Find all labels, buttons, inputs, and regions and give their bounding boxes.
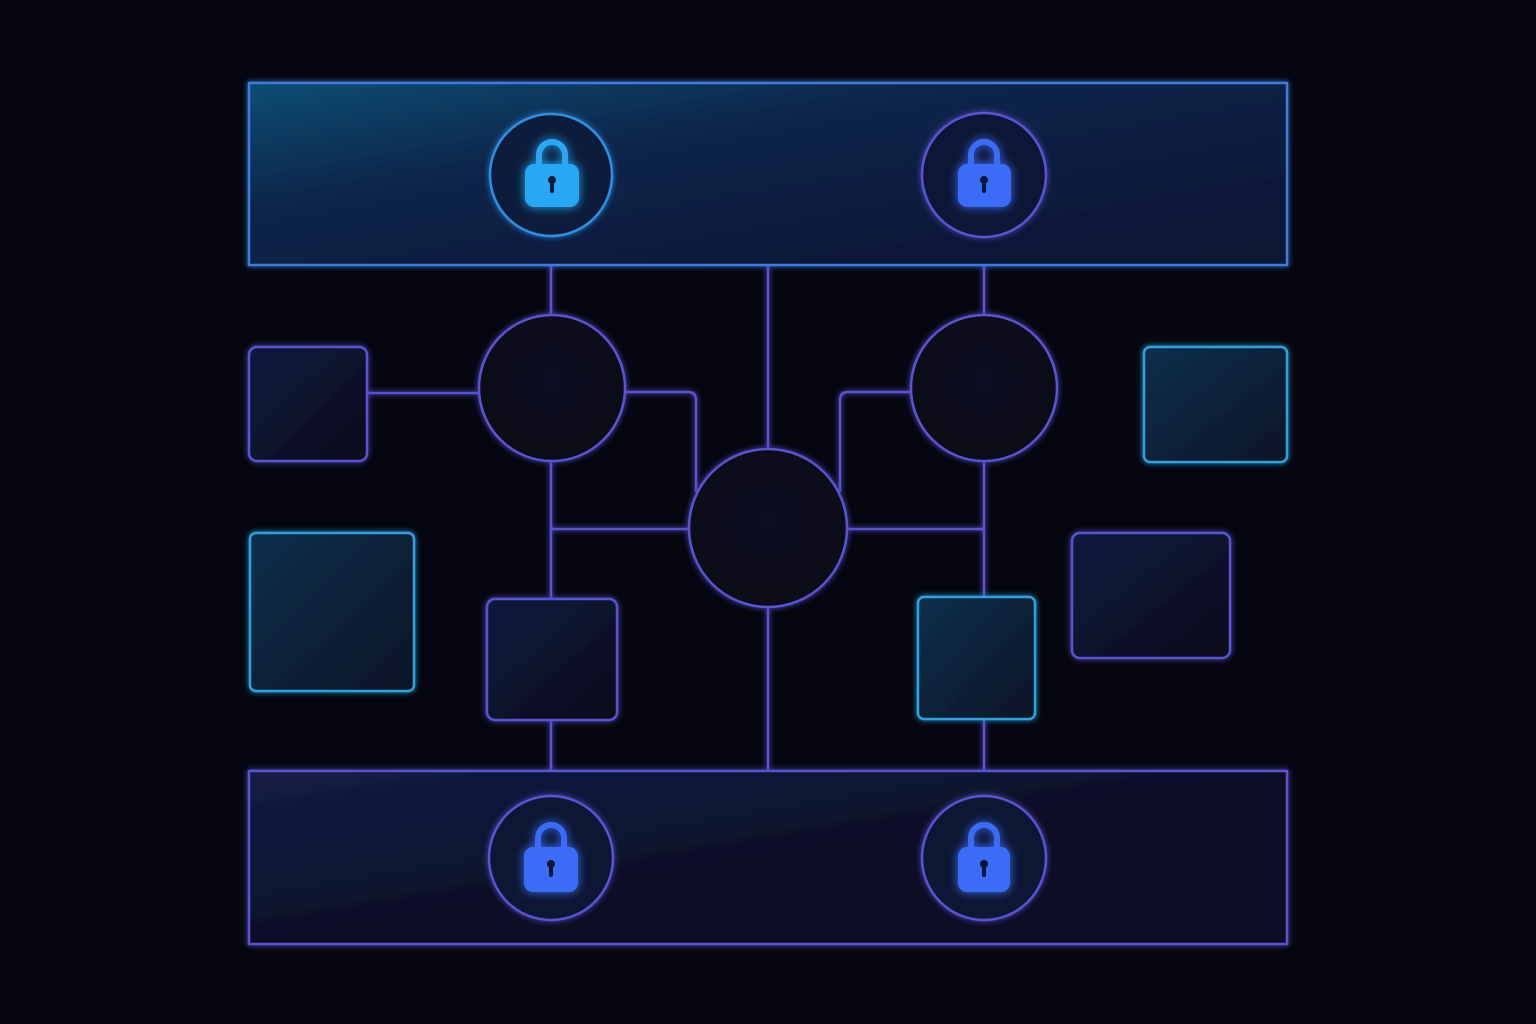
lock-icon bbox=[958, 139, 1011, 207]
top-band bbox=[247, 81, 1289, 267]
connector-hub-right-to-hub-center bbox=[838, 390, 911, 492]
hub-left[interactable] bbox=[477, 313, 627, 463]
lock-node-top-right[interactable] bbox=[920, 111, 1048, 239]
bottom-band bbox=[247, 769, 1289, 946]
box-inner-left[interactable] bbox=[485, 597, 619, 722]
box-left-upper[interactable] bbox=[247, 345, 369, 463]
box-inner-right[interactable] bbox=[916, 595, 1037, 721]
box-right-upper[interactable] bbox=[1142, 345, 1289, 464]
lock-node-bottom-right[interactable] bbox=[920, 794, 1048, 922]
lock-icon bbox=[524, 822, 578, 892]
lock-node-bottom-left[interactable] bbox=[487, 794, 615, 922]
lock-icon bbox=[525, 139, 579, 207]
lock-node-top-left[interactable] bbox=[488, 112, 614, 238]
box-left-lower[interactable] bbox=[248, 531, 416, 693]
connectors bbox=[367, 236, 986, 797]
hub-right[interactable] bbox=[909, 313, 1059, 463]
hub-center[interactable] bbox=[687, 447, 849, 609]
box-right-lower[interactable] bbox=[1070, 531, 1232, 660]
connector-hub-left-to-hub-center bbox=[625, 390, 698, 492]
lock-icon bbox=[958, 822, 1010, 892]
